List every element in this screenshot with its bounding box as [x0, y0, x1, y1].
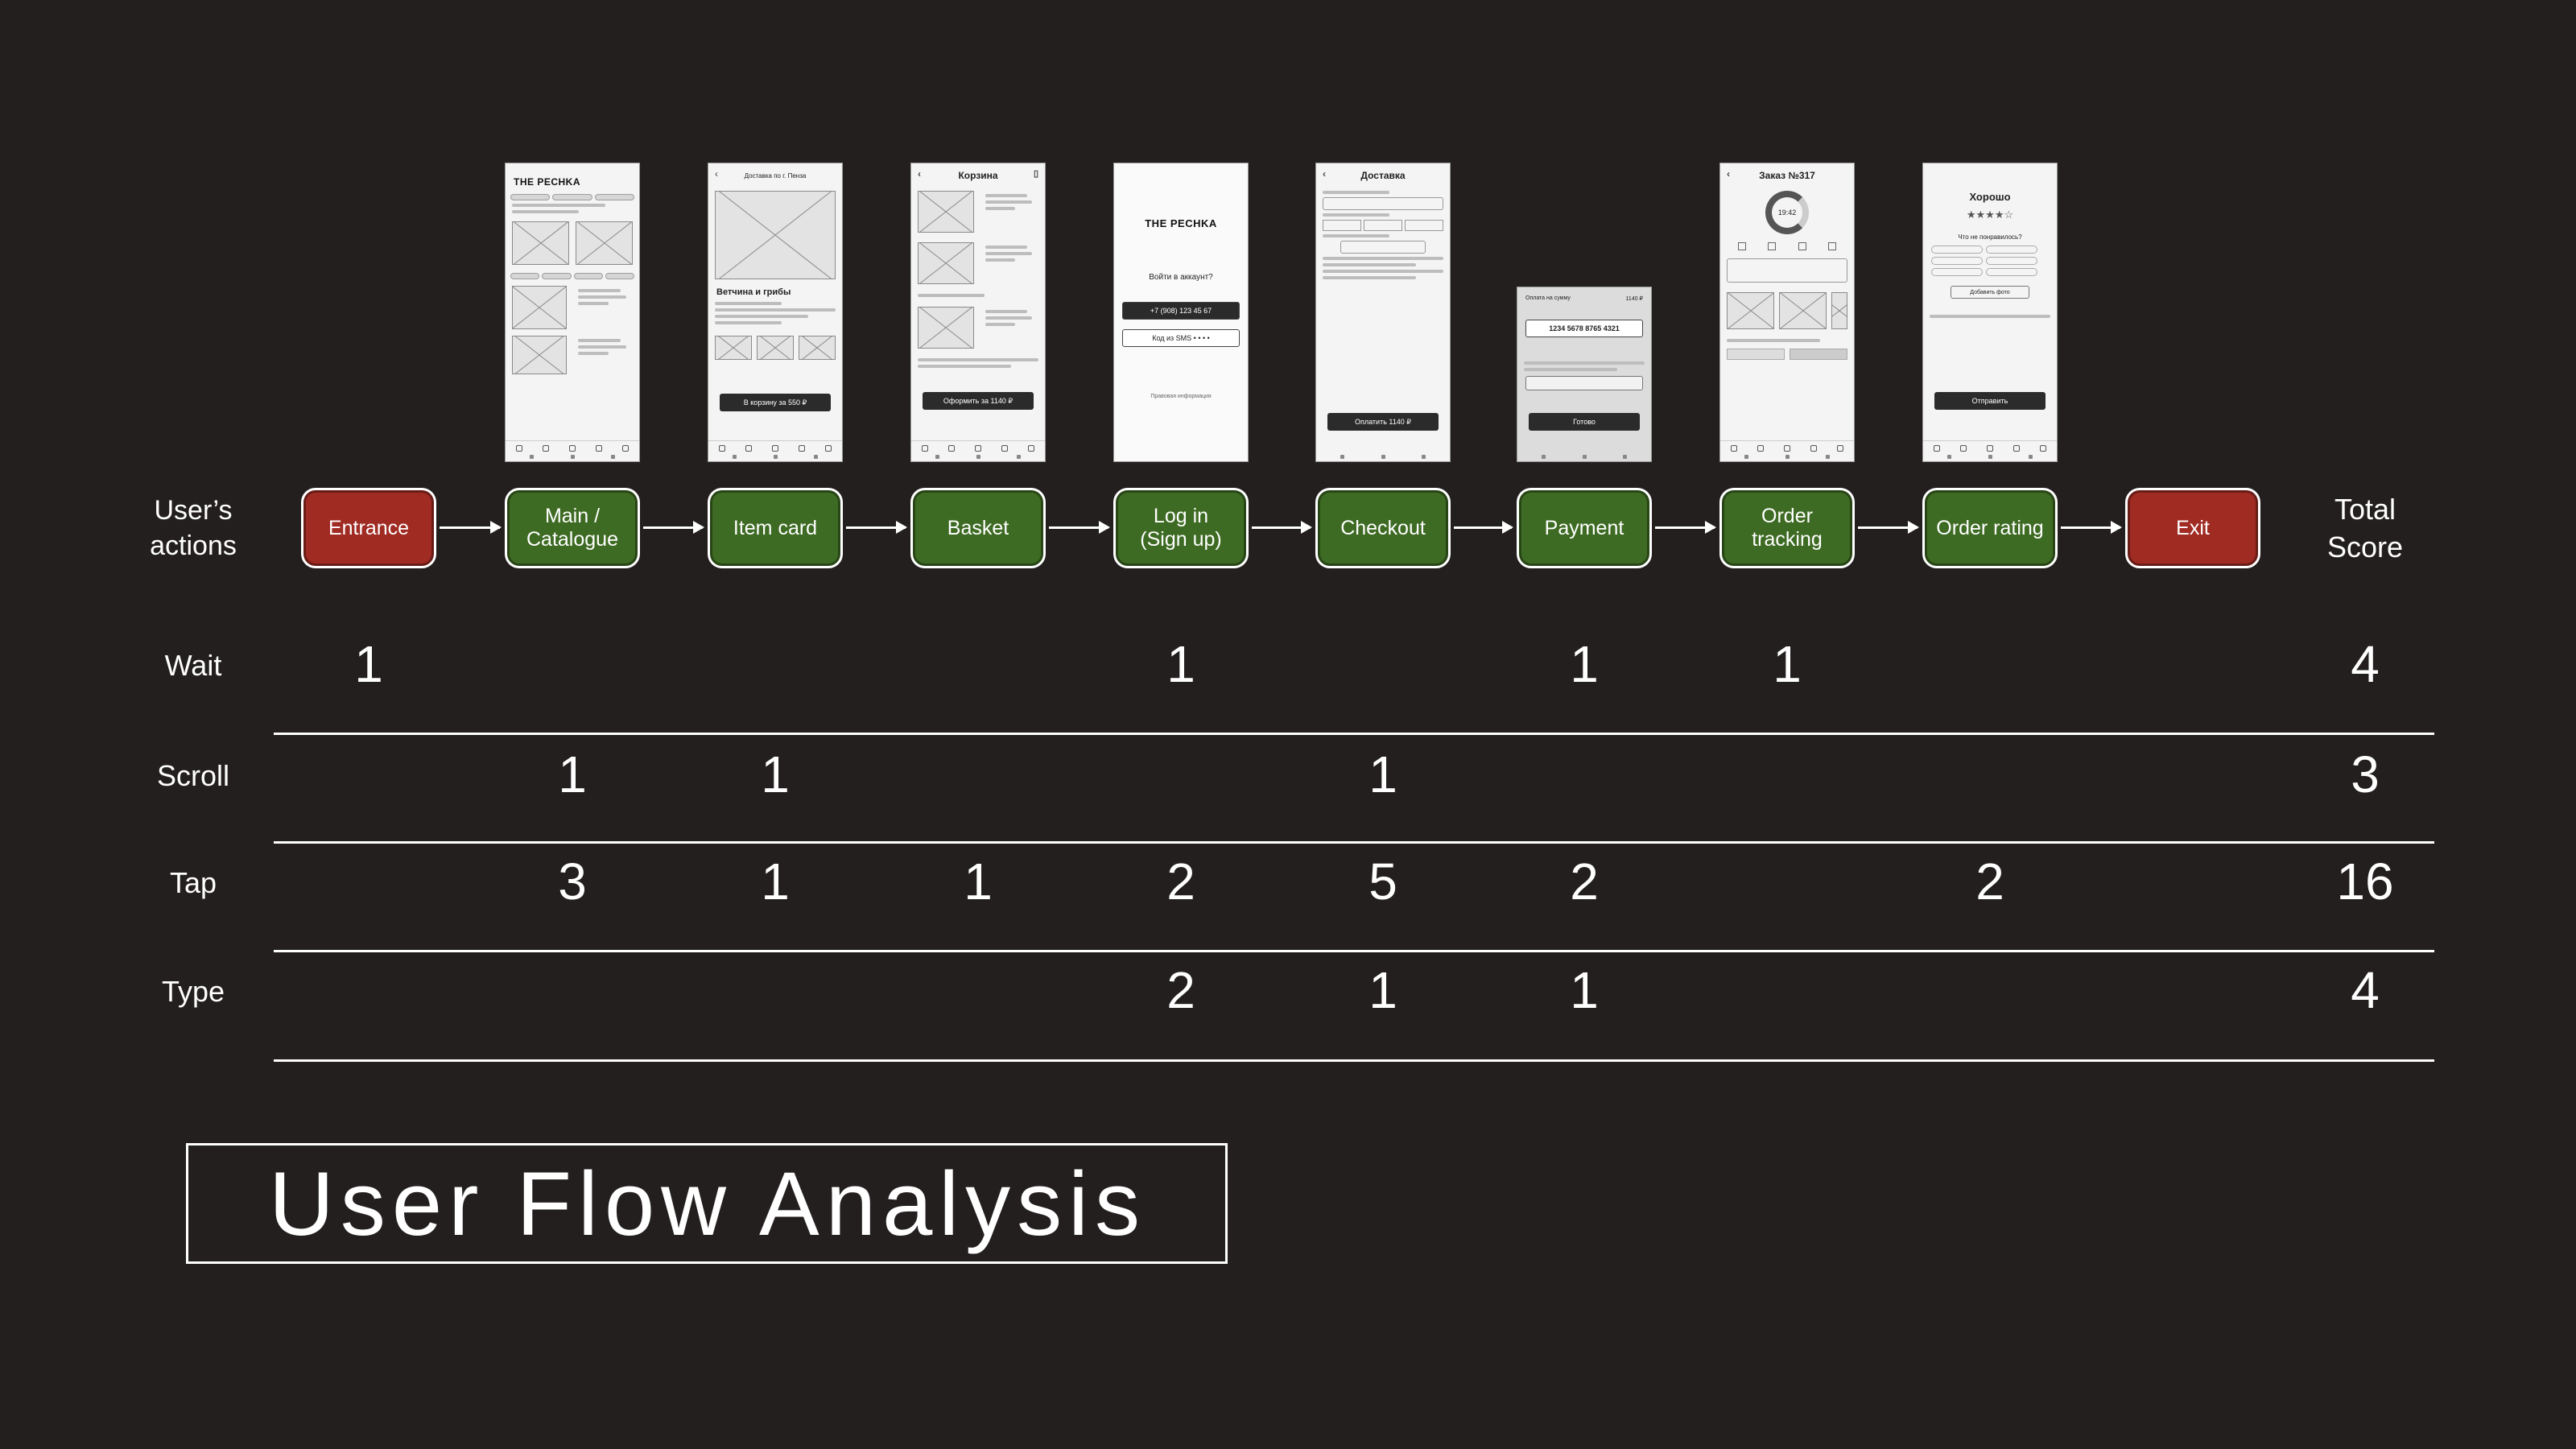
- flow-step-label: Order tracking: [1752, 505, 1823, 551]
- item-header: Доставка по г. Пенза: [744, 171, 807, 180]
- checkout-cta: Оплатить 1140 ₽: [1327, 413, 1439, 431]
- flow-step-4: Log in (Sign up): [1113, 488, 1249, 568]
- item-name: Ветчина и грибы: [716, 287, 791, 297]
- payment-card: 1234 5678 8765 4321: [1525, 320, 1643, 337]
- total-score-label: Total Score: [2326, 493, 2404, 564]
- metric-cell: 1: [558, 745, 587, 803]
- login-legal: Правовая информация: [1150, 394, 1212, 399]
- metric-cell: 5: [1368, 852, 1397, 910]
- page-title: User Flow Analysis: [269, 1153, 1147, 1254]
- flow-step-label: Payment: [1544, 516, 1624, 539]
- metric-cell: 1: [964, 852, 993, 910]
- metric-cell: 2: [1570, 852, 1599, 910]
- flow-step-8: Order rating: [1922, 488, 2058, 568]
- flow-step-label: Exit: [2176, 516, 2210, 539]
- flow-step-label: Checkout: [1340, 516, 1426, 539]
- screen-tracking: ‹ Заказ №317 19:42: [1719, 163, 1855, 462]
- rating-title: Хорошо: [1969, 191, 2011, 203]
- title-box: User Flow Analysis: [186, 1143, 1228, 1264]
- metric-cell: 2: [1975, 852, 2004, 910]
- divider: [274, 1059, 2434, 1062]
- login-sms: Код из SMS • • • •: [1122, 329, 1240, 347]
- login-prompt: Войти в аккаунт?: [1149, 273, 1213, 282]
- metric-cell: 1: [1570, 961, 1599, 1019]
- divider: [274, 733, 2434, 735]
- flow-arrow: [2061, 521, 2122, 534]
- metric-label-scroll: Scroll: [156, 759, 230, 792]
- metric-total: 4: [2351, 635, 2380, 693]
- flow-step-label: Order rating: [1936, 516, 2044, 539]
- flow-step-1: Main / Catalogue: [505, 488, 640, 568]
- screen-item-card: ‹ Доставка по г. Пенза Ветчина и грибы В…: [708, 163, 843, 462]
- flow-step-label: Entrance: [328, 516, 410, 539]
- rating-question: Что не понравилось?: [1958, 233, 2022, 241]
- checkout-title: Доставка: [1360, 170, 1406, 181]
- flow-step-9: Exit: [2125, 488, 2260, 568]
- flow-step-5: Checkout: [1315, 488, 1451, 568]
- login-logo: THE PECHKA: [1145, 217, 1217, 229]
- flow-arrow: [1252, 521, 1312, 534]
- metric-cell: 1: [1570, 635, 1599, 693]
- row-label-users-actions: User’s actions: [150, 495, 237, 562]
- flow-arrow: [1049, 521, 1110, 534]
- flow-arrow: [1655, 521, 1716, 534]
- flow-step-3: Basket: [910, 488, 1046, 568]
- metric-cell: 1: [1368, 745, 1397, 803]
- flow-arrow: [1454, 521, 1513, 534]
- flow-step-6: Payment: [1517, 488, 1652, 568]
- screen-checkout: ‹ Доставка Оплатить 1140 ₽: [1315, 163, 1451, 462]
- metric-total: 16: [2336, 852, 2394, 910]
- metric-cell: 2: [1166, 852, 1195, 910]
- metric-label-tap: Tap: [169, 866, 217, 899]
- flow-step-label: Log in (Sign up): [1140, 505, 1222, 551]
- metric-cell: 1: [1166, 635, 1195, 693]
- divider: [274, 841, 2434, 844]
- payment-header: Оплата на сумму: [1525, 295, 1571, 301]
- payment-cta: Готово: [1529, 413, 1640, 431]
- flow-step-2: Item card: [708, 488, 843, 568]
- login-phone: +7 (908) 123 45 67: [1122, 302, 1240, 320]
- metric-cell: 1: [761, 852, 790, 910]
- flow-step-label: Item card: [733, 516, 818, 539]
- flow-arrow: [846, 521, 907, 534]
- flow-arrow: [643, 521, 704, 534]
- rating-cta: Отправить: [1934, 392, 2046, 410]
- basket-cta: Оформить за 1140 ₽: [923, 392, 1034, 410]
- metric-cell: 1: [1773, 635, 1802, 693]
- metric-cell: 1: [354, 635, 383, 693]
- metric-label-type: Type: [161, 975, 225, 1008]
- metric-cell: 1: [1368, 961, 1397, 1019]
- metric-label-wait: Wait: [164, 649, 222, 682]
- basket-title: Корзина: [958, 170, 998, 181]
- divider: [274, 950, 2434, 952]
- flow-step-label: Basket: [947, 516, 1009, 539]
- catalogue-logo: THE PECHKA: [514, 176, 581, 188]
- metric-cell: 2: [1166, 961, 1195, 1019]
- flow-step-label: Main / Catalogue: [526, 505, 618, 551]
- tracking-time: 19:42: [1777, 208, 1797, 217]
- metric-cell: 3: [558, 852, 587, 910]
- metric-cell: 1: [761, 745, 790, 803]
- metric-total: 4: [2351, 961, 2380, 1019]
- screen-payment: Оплата на сумму 1140 ₽ 1234 5678 8765 43…: [1517, 287, 1652, 462]
- item-cta: В корзину за 550 ₽: [720, 394, 831, 411]
- screen-basket: ‹ Корзина ▯ Оформить за 1140 ₽: [910, 163, 1046, 462]
- flow-step-7: Order tracking: [1719, 488, 1855, 568]
- flow-step-0: Entrance: [301, 488, 436, 568]
- flow-arrow: [440, 521, 502, 534]
- screen-rating: Хорошо ★★★★☆ Что не понравилось? Добавит…: [1922, 163, 2058, 462]
- metric-total: 3: [2351, 745, 2380, 803]
- tracking-title: Заказ №317: [1759, 170, 1815, 181]
- flow-arrow: [1858, 521, 1919, 534]
- rating-photo: Добавить фото: [1951, 286, 2029, 299]
- screen-login: THE PECHKA Войти в аккаунт? +7 (908) 123…: [1113, 163, 1249, 462]
- payment-amount: 1140 ₽: [1625, 296, 1643, 302]
- screen-catalogue: THE PECHKA: [505, 163, 640, 462]
